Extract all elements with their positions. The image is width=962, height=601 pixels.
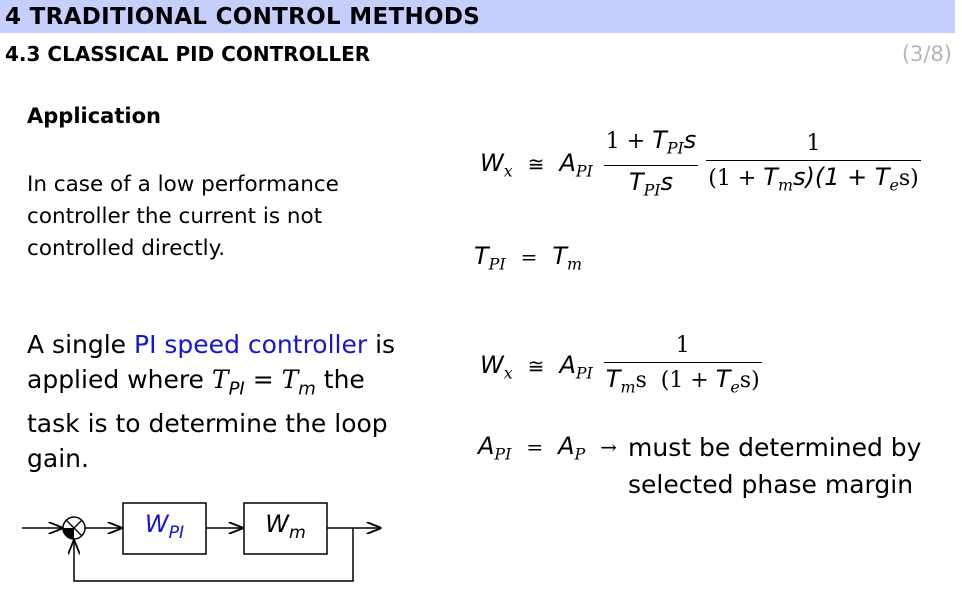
- eq1-f1-den-t: T: [628, 167, 644, 196]
- para2-part1: A single: [27, 330, 135, 359]
- eq3-den-a: s (1 +: [635, 368, 716, 393]
- eq1-f1-num-s: s: [683, 126, 697, 154]
- para2-part2: is applied where: [27, 330, 396, 394]
- eq1-f2-den-t1: T: [763, 163, 778, 192]
- eq1-f1-den-sub: PI: [643, 180, 661, 200]
- para2-part3: the task is to determine the loop gain.: [27, 365, 388, 474]
- eq2-rhs-sub: m: [567, 254, 583, 274]
- equation-gain-phase-margin: API = AP →: [478, 432, 625, 464]
- phase-margin-note-line1: must be determined by: [628, 433, 922, 462]
- eq4-rhs-sub: P: [574, 444, 586, 464]
- eq1-f1-num-sub: PI: [666, 138, 684, 158]
- eq3-lhs: W: [480, 350, 504, 379]
- eq1-fraction-plant: 1 (1 + Tms)(1 + Tes): [706, 128, 921, 202]
- eq1-f2-den-sub1: m: [777, 175, 793, 195]
- eq2-lhs-sub: PI: [488, 254, 506, 274]
- page-number: (3/8): [901, 42, 952, 66]
- section-title: 4.3 CLASSICAL PID CONTROLLER: [5, 42, 371, 66]
- eq1-f2-den-t2: T: [874, 163, 890, 192]
- eq1-f2-den-a: (1 +: [708, 166, 764, 192]
- feedback-path: [74, 528, 354, 582]
- eq4-lhs-sub: PI: [494, 444, 512, 464]
- eq3-den-t1: T: [605, 365, 621, 393]
- eq3-den-sub1: m: [620, 377, 636, 397]
- summing-junction-icon: [62, 516, 86, 540]
- phase-margin-note: must be determined by selected phase mar…: [628, 429, 921, 503]
- eq2-lhs: T: [474, 242, 489, 270]
- chapter-header-bar: 4 TRADITIONAL CONTROL METHODS: [0, 0, 955, 33]
- condition-rhs: T: [281, 365, 299, 394]
- eq1-fraction-pi: 1 + TPIs TPIs: [603, 124, 699, 206]
- eq4-arrow-icon: →: [600, 435, 617, 459]
- plant-block-w: W: [265, 510, 289, 538]
- application-heading: Application: [27, 104, 161, 128]
- eq3-lhs-sub: x: [503, 363, 513, 383]
- plant-block-sub: m: [288, 523, 306, 544]
- pi-block-label: WPI: [123, 510, 206, 543]
- eq1-f2-den-b: s)(1 +: [792, 163, 875, 192]
- eq3-den-t2: T: [715, 365, 731, 393]
- equation-open-loop-simplified: Wx ≅ API 1 Tms (1 + Tes): [480, 330, 766, 404]
- eq1-gain-sub: PI: [575, 161, 593, 181]
- eq1-lhs-sub: x: [503, 161, 513, 181]
- eq3-gain-sub: PI: [575, 363, 593, 383]
- eq4-lhs: A: [478, 432, 495, 460]
- eq3-rel: ≅: [527, 353, 545, 378]
- condition-lhs: T: [211, 365, 229, 394]
- plant-block-label: Wm: [244, 510, 327, 543]
- eq3-num: 1: [603, 330, 762, 363]
- eq3-fraction: 1 Tms (1 + Tes): [603, 330, 762, 404]
- eq1-f1-num-a: 1 +: [605, 129, 653, 154]
- eq1-f2-den-c: s): [898, 166, 919, 192]
- eq4-rel: =: [526, 435, 544, 459]
- paragraph-pi-speed-controller: A single PI speed controller is applied …: [27, 327, 407, 476]
- eq3-gain: A: [559, 350, 576, 379]
- paragraph-low-performance: In case of a low performance controller …: [27, 172, 339, 261]
- eq1-gain: A: [559, 149, 576, 178]
- pi-block-sub: PI: [168, 523, 185, 544]
- eq1-f2-num: 1: [706, 128, 921, 162]
- eq4-rhs: A: [558, 432, 575, 460]
- eq1-lhs: W: [480, 149, 504, 178]
- condition-eq: =: [244, 365, 282, 394]
- condition-lhs-sub: PI: [228, 378, 245, 400]
- eq3-den-sub2: e: [730, 377, 740, 397]
- phase-margin-note-line2: selected phase margin: [628, 470, 914, 499]
- eq1-f1-den-s: s: [660, 167, 674, 196]
- pi-speed-controller-highlight: PI speed controller: [134, 330, 368, 359]
- eq3-den-b: s): [739, 368, 760, 393]
- eq2-rel: =: [520, 245, 538, 269]
- equation-open-loop-full: Wx ≅ API 1 + TPIs TPIs 1 (1 + Tms)(1 + T…: [480, 124, 925, 206]
- eq2-rhs: T: [552, 242, 568, 270]
- eq1-rel: ≅: [527, 152, 545, 177]
- pi-block-w: W: [144, 510, 169, 538]
- eq1-f2-den-sub2: e: [889, 175, 899, 195]
- chapter-title: 4 TRADITIONAL CONTROL METHODS: [5, 4, 481, 30]
- condition-rhs-sub: m: [298, 378, 316, 400]
- equation-tpi-equals-tm: TPI = Tm: [474, 242, 582, 274]
- eq1-f1-num-t: T: [652, 126, 667, 154]
